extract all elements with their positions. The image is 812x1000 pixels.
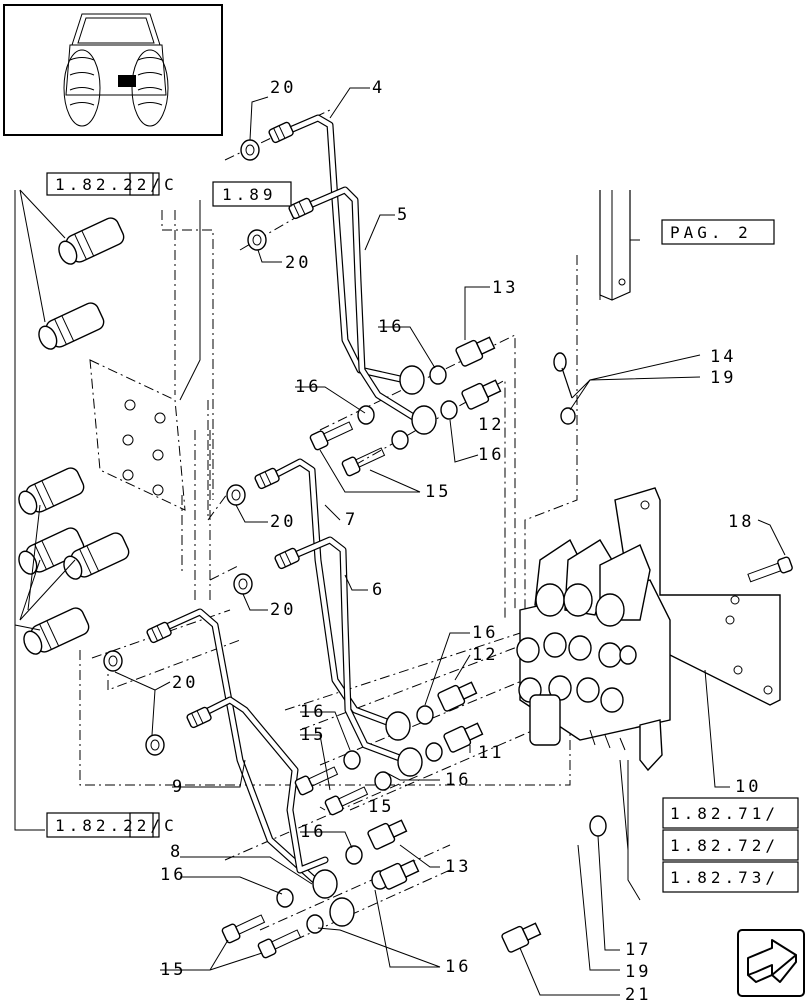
- callout-17: 17: [625, 940, 651, 960]
- quick-couplers: [18, 217, 130, 655]
- pipe-4: [286, 114, 409, 384]
- callout-20: 20: [270, 512, 296, 532]
- callout-7: 7: [345, 510, 358, 530]
- callout-16: 16: [472, 623, 498, 643]
- callout-12: 12: [478, 415, 504, 435]
- pipe-5: [306, 186, 419, 422]
- reference-box-page[interactable]: PAG. 2: [661, 219, 775, 245]
- callout-8: 8: [170, 842, 183, 862]
- callout-19: 19: [625, 962, 651, 982]
- callout-16: 16: [160, 865, 186, 885]
- callout-15: 15: [425, 482, 451, 502]
- reference-box-bottom[interactable]: 1.82.22/C: [46, 812, 178, 838]
- pipe-8: [196, 696, 329, 874]
- callout-18: 18: [728, 512, 754, 532]
- reference-side-3-text: 1.82.73/: [670, 868, 779, 887]
- callout-16: 16: [445, 770, 471, 790]
- reference-box-side-3[interactable]: 1.82.73/: [662, 861, 799, 893]
- reference-box-top-2[interactable]: 1.89: [212, 181, 292, 207]
- callout-16: 16: [295, 377, 321, 397]
- reference-box-side-2[interactable]: 1.82.72/: [662, 829, 799, 861]
- pipe-9: [156, 608, 324, 889]
- callout-16: 16: [300, 822, 326, 842]
- callout-21: 21: [625, 985, 651, 1000]
- callout-12: 12: [472, 645, 498, 665]
- callout-16: 16: [478, 445, 504, 465]
- reference-side-2-text: 1.82.72/: [670, 836, 779, 855]
- pipe-7: [271, 458, 399, 729]
- reference-box-side-1[interactable]: 1.82.71/: [662, 797, 799, 829]
- tractor-rear-view-icon: [63, 13, 169, 127]
- upper-bracket: [599, 190, 631, 301]
- next-page-arrow-icon: [747, 939, 797, 983]
- reference-bottom-text: 1.82.22/C: [55, 816, 178, 835]
- callout-19: 19: [710, 368, 736, 388]
- reference-top-2-text: 1.89: [222, 185, 277, 204]
- leader-lines: [14, 87, 786, 996]
- callout-20: 20: [270, 78, 296, 98]
- next-page-button[interactable]: [737, 929, 805, 997]
- callout-6: 6: [372, 580, 385, 600]
- callout-11: 11: [478, 743, 504, 763]
- callout-labels: 20 4 5 20 13 16 14 19 16 12 16 15 20 7 1…: [160, 78, 761, 1000]
- callout-14: 14: [710, 347, 736, 367]
- callout-16: 16: [445, 957, 471, 977]
- reference-side-1-text: 1.82.71/: [670, 804, 779, 823]
- callout-13: 13: [492, 278, 518, 298]
- callout-5: 5: [397, 205, 410, 225]
- callout-16: 16: [300, 702, 326, 722]
- control-valve-block: [516, 487, 781, 772]
- tractor-thumbnail: [3, 4, 223, 136]
- banjo-bolts: [221, 421, 386, 959]
- callout-15: 15: [160, 960, 186, 980]
- washers: [103, 139, 607, 934]
- eye-bolt: [553, 352, 573, 399]
- callout-13: 13: [445, 857, 471, 877]
- callout-16: 16: [378, 317, 404, 337]
- callout-15: 15: [368, 797, 394, 817]
- callout-15: 15: [300, 725, 326, 745]
- callout-4: 4: [372, 78, 385, 98]
- reference-top-text: 1.82.22/C: [55, 175, 178, 194]
- callout-20: 20: [172, 673, 198, 693]
- pipe-end-fittings: [146, 121, 437, 927]
- coupler-plate: [89, 359, 186, 511]
- mounting-bolt: [747, 556, 793, 583]
- callout-9: 9: [172, 777, 185, 797]
- adapters: [367, 336, 542, 953]
- pipe-6: [291, 536, 409, 764]
- callout-20: 20: [270, 600, 296, 620]
- reference-box-top[interactable]: 1.82.22/C: [46, 172, 178, 196]
- reference-page-text: PAG. 2: [670, 223, 752, 242]
- callout-10: 10: [735, 777, 761, 797]
- callout-20: 20: [285, 253, 311, 273]
